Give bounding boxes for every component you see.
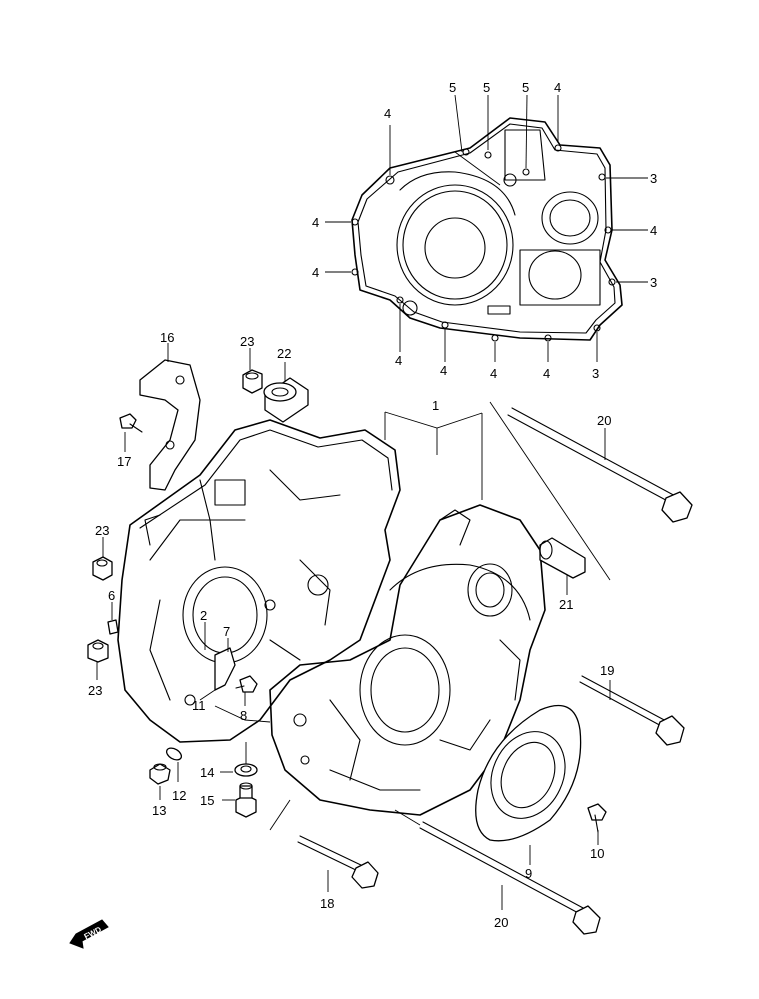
plug-part-15 xyxy=(235,782,257,818)
callout-3: 3 xyxy=(650,171,657,186)
stud-part-20-top xyxy=(489,401,693,581)
callout-7: 7 xyxy=(223,624,230,639)
cover-plate-part-9 xyxy=(475,704,582,842)
bolt-part-17 xyxy=(119,413,143,433)
callout-20: 20 xyxy=(597,413,611,428)
callout-3: 3 xyxy=(650,275,657,290)
fwd-arrow-icon: FWD xyxy=(69,919,109,949)
callout-4: 4 xyxy=(490,366,497,381)
leader-group-1 xyxy=(384,411,483,500)
callout-4: 4 xyxy=(543,366,550,381)
dowel-part-21 xyxy=(539,537,586,579)
callout-10: 10 xyxy=(590,846,604,861)
crankcase-gasket xyxy=(351,117,623,342)
callout-2: 2 xyxy=(200,608,207,623)
callout-13: 13 xyxy=(152,803,166,818)
callout-5: 5 xyxy=(522,80,529,95)
crankcase-right-half xyxy=(269,504,546,816)
callout-4: 4 xyxy=(384,106,391,121)
callout-19: 19 xyxy=(600,663,614,678)
callout-21: 21 xyxy=(559,597,573,612)
callout-18: 18 xyxy=(320,896,334,911)
callout-4: 4 xyxy=(312,265,319,280)
bolt-part-10 xyxy=(587,803,607,833)
bolt-part-18 xyxy=(297,835,379,889)
callout-6: 6 xyxy=(108,588,115,603)
bolt-part-19 xyxy=(579,675,685,746)
bolt-part-8 xyxy=(235,675,258,693)
callout-16: 16 xyxy=(160,330,174,345)
callout-22: 22 xyxy=(277,346,291,361)
callout-4: 4 xyxy=(312,215,319,230)
nut-part-23-top xyxy=(242,369,263,394)
callout-14: 14 xyxy=(200,765,214,780)
stud-part-20-bottom xyxy=(419,821,601,935)
callout-20: 20 xyxy=(494,915,508,930)
callout-4: 4 xyxy=(554,80,561,95)
callout-9: 9 xyxy=(525,866,532,881)
bracket-part-16 xyxy=(139,359,201,491)
callout-labels: 4 5 5 5 4 3 4 4 4 3 4 4 4 4 3 16 23 22 1… xyxy=(88,80,657,930)
callout-4: 4 xyxy=(440,363,447,378)
callout-8: 8 xyxy=(240,708,247,723)
callout-23: 23 xyxy=(95,523,109,538)
callout-3: 3 xyxy=(592,366,599,381)
plug-part-13 xyxy=(149,763,171,785)
callout-17: 17 xyxy=(117,454,131,469)
callout-5: 5 xyxy=(483,80,490,95)
bushing-part-22 xyxy=(263,377,309,423)
callout-15: 15 xyxy=(200,793,214,808)
bracket-part-7 xyxy=(214,647,236,691)
callout-5: 5 xyxy=(449,80,456,95)
gasket-leaders xyxy=(325,94,648,362)
callout-12: 12 xyxy=(172,788,186,803)
callout-4: 4 xyxy=(395,353,402,368)
pin-part-6 xyxy=(107,619,119,635)
callout-23: 23 xyxy=(240,334,254,349)
nut-part-23-mid xyxy=(92,556,113,581)
callout-4: 4 xyxy=(650,223,657,238)
callout-11: 11 xyxy=(192,698,206,713)
nut-part-23-low xyxy=(87,639,109,663)
callout-23: 23 xyxy=(88,683,102,698)
callout-1: 1 xyxy=(432,398,439,413)
washer-part-14 xyxy=(234,763,258,777)
oring-part-12 xyxy=(165,747,183,761)
